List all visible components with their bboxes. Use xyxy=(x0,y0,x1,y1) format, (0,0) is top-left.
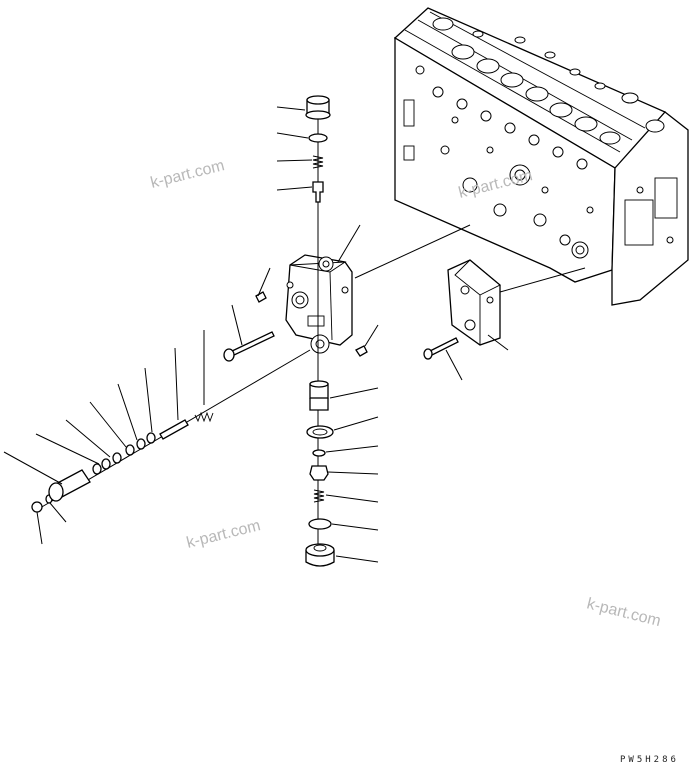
control-valve-body xyxy=(393,7,689,306)
valve-housing xyxy=(285,254,353,354)
watermark-text-4: k-part.com xyxy=(585,595,662,630)
bottom-part-stack xyxy=(305,380,335,567)
top-part-stack xyxy=(305,95,331,203)
left-part-train xyxy=(31,291,459,513)
watermark-text-1: k-part.com xyxy=(149,157,226,192)
watermark-text-3: k-part.com xyxy=(185,517,262,552)
leader-lines xyxy=(3,106,509,563)
drawing-code: PW5H286 xyxy=(620,755,679,765)
cover-block xyxy=(447,259,501,346)
